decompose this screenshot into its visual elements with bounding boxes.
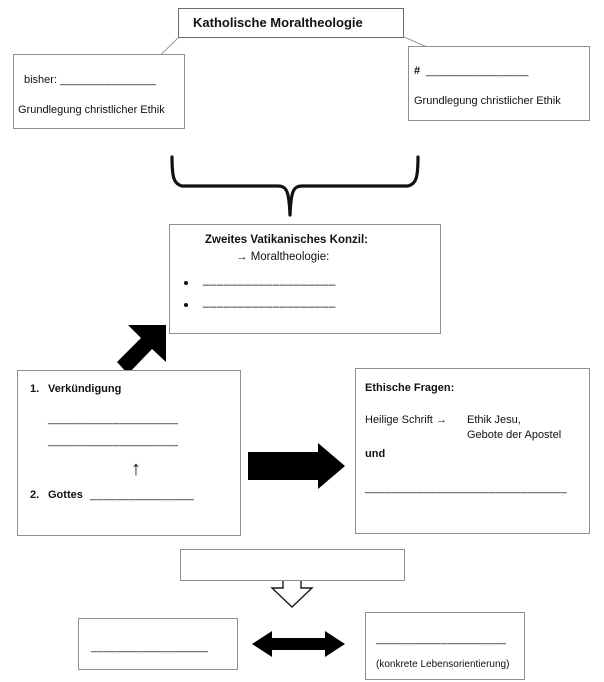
verkuendigung-up-arrow-icon: ↑: [131, 458, 141, 480]
downward-curly-brace: [170, 155, 420, 217]
bottom-left-box[interactable]: __________________: [78, 618, 238, 670]
verkuendigung-blank-2: ____________________: [48, 435, 179, 447]
verkuendigung-item2-label: Gottes: [48, 489, 83, 501]
ethische-fragen-blank: _______________________________: [365, 482, 568, 494]
verkuendigung-blank-1: ____________________: [48, 413, 179, 425]
ethische-fragen-source-label: Heilige Schrift →: [365, 414, 447, 426]
solid-right-arrow: [248, 443, 345, 489]
hollow-down-arrow: [270, 580, 314, 608]
council-bullet-2-marker: [184, 303, 188, 307]
right-top-box-marker: #: [414, 65, 421, 77]
left-top-box-line1-blank: _______________: [60, 74, 157, 86]
council-box-subheading: → Moraltheologie:: [236, 251, 330, 263]
ethische-fragen-box[interactable]: Ethische Fragen: Heilige Schrift → Ethik…: [355, 368, 590, 534]
right-top-box[interactable]: # ________________ Grundlegung christlic…: [408, 46, 590, 121]
right-top-box-line2-label: Grundlegung christlicher Ethik: [414, 95, 561, 107]
verkuendigung-item1-label: Verkündigung: [48, 383, 122, 395]
ethische-fragen-result-line2: Gebote der Apostel: [467, 429, 562, 441]
council-box[interactable]: Zweites Vatikanisches Konzil: → Moralthe…: [169, 224, 441, 334]
bottom-right-box-caption: (konkrete Lebensorientierung): [376, 659, 510, 670]
bottom-right-box-blank: ____________________: [376, 633, 507, 645]
solid-double-headed-arrow: [252, 631, 345, 657]
verkuendigung-item1-number: 1.: [30, 383, 40, 395]
solid-diagonal-arrow-up-right: [117, 325, 166, 374]
verkuendigung-item2-blank: ________________: [90, 489, 195, 501]
ethische-fragen-conjunction: und: [365, 448, 386, 460]
council-box-heading: Zweites Vatikanisches Konzil:: [205, 234, 368, 246]
title-box-label: Katholische Moraltheologie: [193, 15, 363, 30]
title-box[interactable]: Katholische Moraltheologie: [178, 8, 404, 38]
council-bullet-1-marker: [184, 281, 188, 285]
left-top-box-line2-label: Grundlegung christlicher Ethik: [18, 104, 165, 116]
bottom-left-box-blank: __________________: [91, 641, 209, 653]
council-bullet-1-text: ___________________: [203, 274, 336, 286]
council-bullet-2-text: ___________________: [203, 296, 336, 308]
verkuendigung-item2-number: 2.: [30, 489, 40, 501]
bottom-right-box[interactable]: ____________________ (konkrete Lebensori…: [365, 612, 525, 680]
ethische-fragen-heading: Ethische Fragen:: [365, 382, 455, 394]
right-top-box-line1-blank: ________________: [426, 65, 529, 77]
left-top-box-line1-label: bisher:: [24, 74, 58, 86]
empty-result-box[interactable]: [180, 549, 405, 581]
verkuendigung-box[interactable]: 1. Verkündigung ____________________ ___…: [17, 370, 241, 536]
left-top-box[interactable]: bisher: _______________ Grundlegung chri…: [13, 54, 185, 129]
ethische-fragen-result-line1: Ethik Jesu,: [467, 414, 521, 426]
